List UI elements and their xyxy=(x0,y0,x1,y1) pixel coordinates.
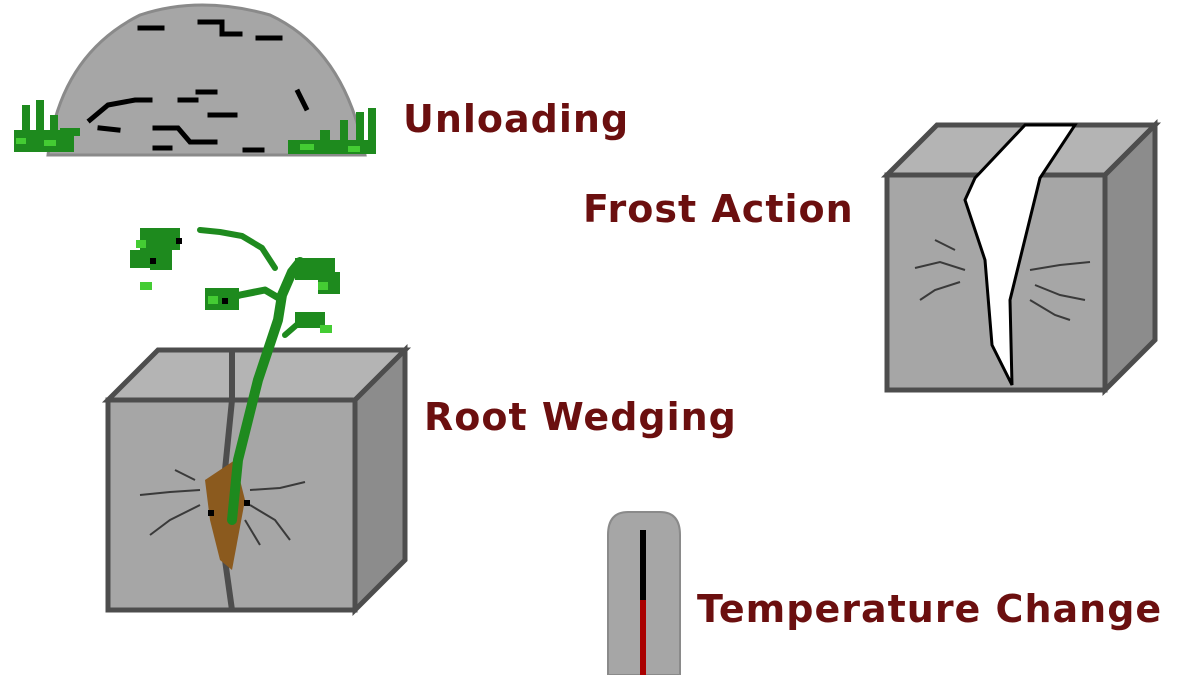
dome-rock-icon xyxy=(14,3,376,157)
plant-icon xyxy=(130,227,340,525)
temperature-change-label: Temperature Change xyxy=(697,587,1163,631)
root-wedging-label: Root Wedging xyxy=(424,395,737,439)
dome-cracks xyxy=(86,19,310,153)
frost-action-label: Frost Action xyxy=(583,187,854,231)
frost-block-icon xyxy=(880,118,1162,397)
frost-cracks xyxy=(914,239,1091,321)
thermometer-icon xyxy=(607,511,681,675)
root-cracks xyxy=(139,469,306,546)
unloading-label: Unloading xyxy=(403,97,630,141)
